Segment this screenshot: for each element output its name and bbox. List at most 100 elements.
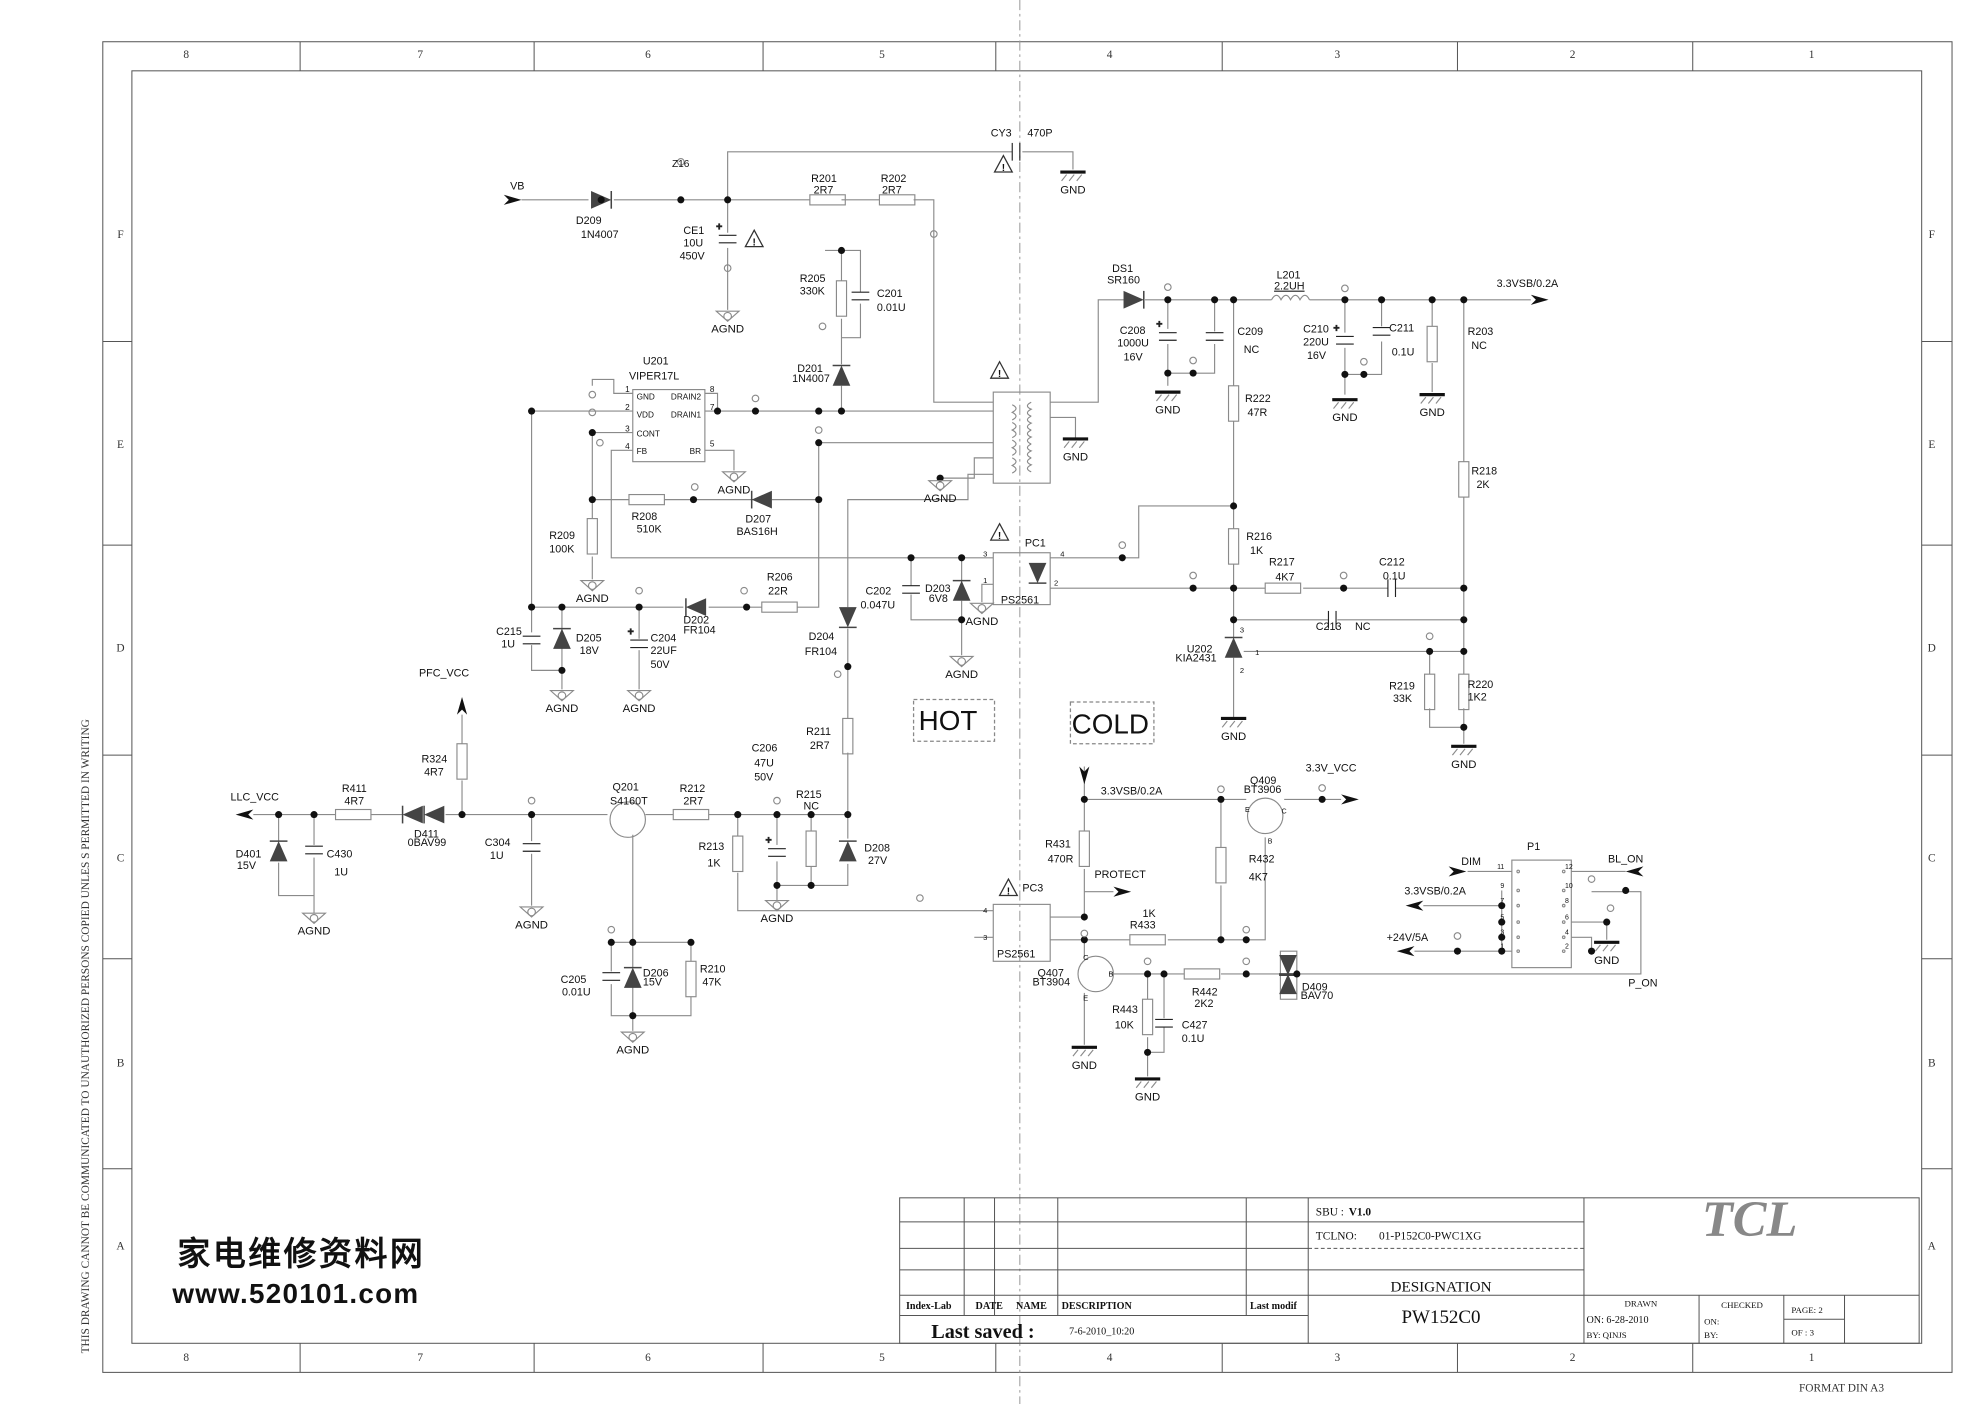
- diode-d202: [685, 598, 707, 616]
- ds1-ref-label: DS1: [1112, 263, 1133, 275]
- r443-ref-label: R443: [1112, 1004, 1138, 1016]
- tb-drawn-by: BY: QINJS: [1586, 1330, 1626, 1340]
- test-point-icon: [1242, 957, 1251, 966]
- wire: [531, 645, 562, 671]
- agnd-symbol: [948, 655, 975, 668]
- grid-column-label: 2: [1570, 49, 1576, 61]
- junction-dot: [907, 554, 915, 562]
- capacitor-c215: [522, 635, 541, 645]
- junction-dot: [807, 881, 815, 889]
- diode-d201: [832, 364, 851, 386]
- junction-dot: [837, 246, 846, 254]
- capacitor-c204: +: [627, 626, 648, 649]
- test-point-icon: [1341, 284, 1349, 293]
- wire: [1429, 708, 1464, 728]
- p1-pin-number: 6: [1565, 915, 1569, 922]
- tb-sbu: V1.0: [1349, 1207, 1372, 1219]
- junction-dot: [1217, 795, 1225, 803]
- test-point-icon: [1453, 932, 1462, 940]
- capacitor-c213: [1327, 610, 1337, 629]
- junction-dot: [1144, 970, 1152, 978]
- nets-vsb-label: 3.3VSB/0.2A: [1497, 278, 1559, 290]
- gnd-symbol: [1594, 940, 1620, 952]
- wire: [776, 866, 812, 886]
- svg-text:!: !: [998, 531, 1001, 542]
- agnd-symbol: [619, 1031, 646, 1044]
- test-point-icon: [916, 894, 924, 902]
- c212-ref-label: C212: [1379, 556, 1405, 568]
- d401-ref-label: D401: [236, 849, 262, 861]
- ds1-value-label: SR160: [1107, 274, 1140, 286]
- gnd-label: GND: [1063, 451, 1088, 463]
- r215-ref-label: R215: [796, 789, 822, 801]
- gnd-symbol: [1071, 1045, 1097, 1057]
- junction-dot: [1603, 918, 1611, 926]
- u201-pins-vdd-label: VDD: [637, 410, 654, 419]
- d205-ref-label: D205: [576, 632, 602, 644]
- transistor-q201: [609, 801, 646, 838]
- junction-dot: [743, 603, 751, 611]
- ce1-rating-label: 450V: [680, 250, 706, 262]
- net-arrow-icon: [1079, 766, 1090, 785]
- optocoupler-pc1: [992, 552, 1051, 606]
- wire: [940, 457, 994, 479]
- u201-pins-fb-label: FB: [637, 447, 648, 456]
- r215-value-label: NC: [804, 801, 820, 813]
- agnd-label: AGND: [711, 324, 744, 336]
- d203-ref-label: D203: [925, 583, 951, 595]
- q409-pins-c-label: C: [1282, 808, 1287, 815]
- junction-dot: [1189, 369, 1197, 377]
- c204-ref-label: C204: [650, 632, 676, 644]
- junction-dot: [713, 407, 722, 415]
- d206-ref-label: D206: [643, 967, 669, 979]
- gnd-label: GND: [1221, 731, 1246, 743]
- wire: [1022, 151, 1074, 170]
- tb-headers-3: DESCRIPTION: [1062, 1301, 1133, 1312]
- l201-value-label: 2.2UH: [1274, 281, 1304, 293]
- junction-dot: [528, 407, 536, 415]
- r216-value-label: 1K: [1250, 545, 1264, 557]
- grid-column-label: 8: [183, 49, 189, 61]
- wire: [910, 594, 962, 621]
- junction-dot: [1230, 296, 1238, 304]
- c209-ref-label: C209: [1237, 326, 1263, 338]
- resistor-r209: [586, 518, 598, 555]
- r219-ref-label: R219: [1389, 680, 1415, 692]
- r432-value-label: 4K7: [1249, 871, 1268, 883]
- c427-value-label: 0.1U: [1182, 1033, 1205, 1045]
- nets-vcc33-label: 3.3V_VCC: [1306, 763, 1357, 775]
- r212-value-label: 2R7: [683, 795, 703, 807]
- wire: [704, 449, 735, 471]
- gnd-label: GND: [1155, 405, 1180, 417]
- u202-pins-0-label: 3: [1240, 625, 1244, 634]
- c204-rating-label: 50V: [650, 659, 670, 671]
- r202-ref-label: R202: [881, 173, 907, 185]
- gnd-symbol: [1419, 393, 1445, 404]
- junction-dot: [1242, 970, 1250, 978]
- junction-dot: [958, 616, 966, 624]
- transformer-t1: [992, 391, 1051, 484]
- r431-value-label: 470R: [1048, 854, 1074, 866]
- diode-d203: [952, 579, 971, 601]
- p1-pin-number: 10: [1565, 883, 1573, 890]
- d202-ref-label: D202: [683, 615, 709, 627]
- r208-value-label: 510K: [637, 524, 663, 536]
- agnd-label: AGND: [515, 919, 548, 931]
- tb-last-saved-label: Last saved :: [931, 1321, 1034, 1343]
- grid-row-label: E: [117, 439, 124, 451]
- wire: [913, 199, 994, 403]
- c304-value-label: 1U: [490, 850, 504, 862]
- wire: [841, 303, 862, 339]
- p1-pin-number: 7: [1500, 898, 1504, 905]
- svg-text:+: +: [1156, 320, 1162, 331]
- c202-ref-label: C202: [866, 585, 892, 597]
- agnd-label: AGND: [623, 703, 656, 715]
- resistor-r442: [1183, 968, 1221, 980]
- test-point-icon: [1339, 571, 1348, 580]
- net-arrow-icon: [1625, 866, 1644, 877]
- svg-text:!: !: [1002, 163, 1005, 174]
- r202-value-label: 2R7: [882, 185, 902, 197]
- agnd-symbol: [969, 602, 995, 615]
- grid-column-label: 4: [1107, 49, 1113, 61]
